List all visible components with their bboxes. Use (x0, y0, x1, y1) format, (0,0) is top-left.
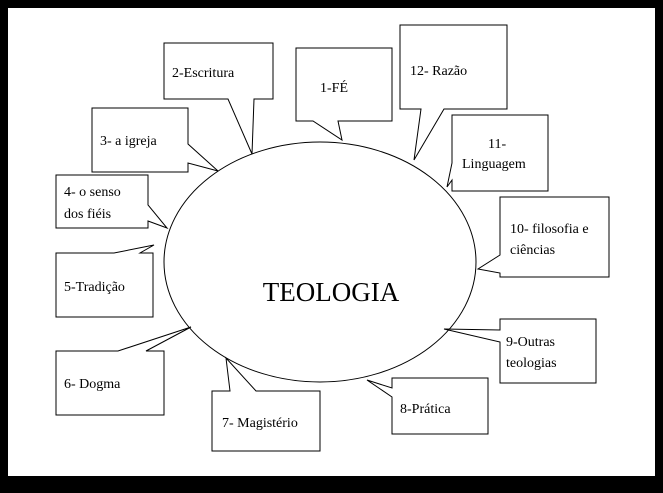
callout-linguagem: 11- Linguagem (446, 114, 549, 192)
callout-filosofia-ciencias: 10- filosofia e ciências (476, 196, 610, 278)
callout-senso-fieis: 4- o senso dos fiéis (55, 174, 169, 230)
callout-label: ciências (510, 243, 555, 258)
callout-pratica: 8-Prática (366, 377, 489, 435)
callout-label: 5-Tradição (64, 280, 125, 295)
callout-label: 9-Outras (506, 335, 555, 350)
callout-razao: 12- Razão (399, 24, 508, 161)
callout-label: 2-Escritura (172, 66, 235, 81)
callout-label: 4- o senso (64, 185, 121, 200)
callout-label: dos fiéis (64, 207, 111, 222)
callout-label: 12- Razão (410, 64, 467, 79)
callout-tradicao: 5-Tradição (55, 244, 155, 318)
callout-label: 1-FÉ (320, 79, 348, 96)
callout-magisterio: 7- Magistério (211, 356, 321, 452)
callout-fe: 1-FÉ (295, 47, 393, 142)
callout-label: 8-Prática (400, 402, 451, 417)
callout-label: teologias (506, 356, 557, 371)
center-label: TEOLOGIA (263, 277, 400, 307)
callout-igreja: 3- a igreja (91, 107, 219, 173)
callout-label: 10- filosofia e (510, 222, 589, 237)
callout-label: 11- (488, 137, 506, 152)
callout-escritura: 2-Escritura (163, 42, 274, 155)
callout-label: 3- a igreja (100, 134, 158, 149)
callout-label: 7- Magistério (222, 416, 298, 431)
center-ellipse (163, 141, 477, 383)
callout-label: Linguagem (462, 157, 526, 172)
callout-outras-teologias: 9-Outras teologias (443, 318, 597, 384)
callout-dogma: 6- Dogma (55, 326, 192, 416)
callout-label: 6- Dogma (64, 377, 121, 392)
